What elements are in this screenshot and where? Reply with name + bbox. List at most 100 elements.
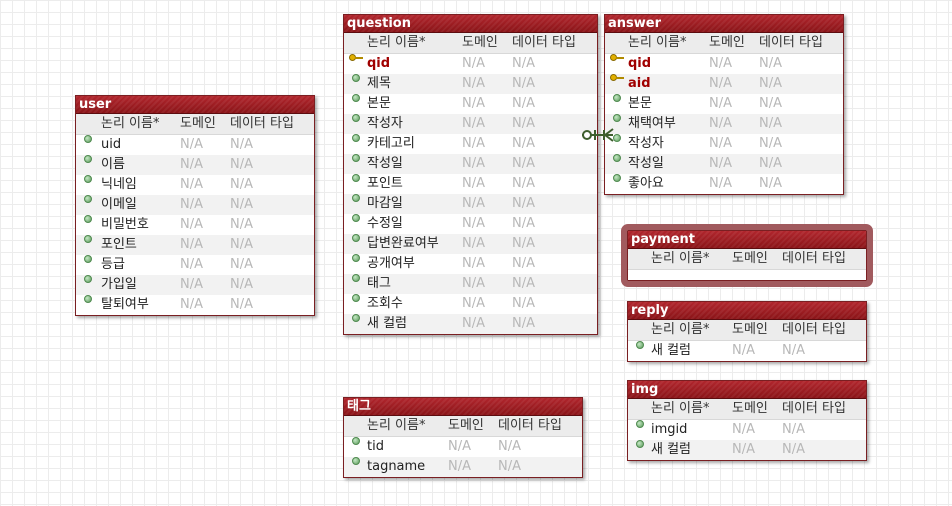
attribute-data-type: N/A	[782, 422, 805, 437]
attribute-domain: N/A	[462, 176, 485, 191]
attribute-domain: N/A	[462, 156, 485, 171]
attribute-name: 카테고리	[367, 136, 415, 151]
attribute-icon	[352, 214, 360, 222]
attribute-name: 이메일	[101, 197, 137, 212]
entity-title[interactable]: reply	[628, 302, 866, 320]
attribute-icon	[352, 74, 360, 82]
entity-title[interactable]: question	[344, 15, 597, 33]
attribute-name: 채택여부	[628, 116, 676, 131]
attribute-domain: N/A	[462, 316, 485, 331]
attribute-domain: N/A	[180, 217, 203, 232]
attribute-data-type: N/A	[759, 136, 782, 151]
attribute-data-type: N/A	[512, 256, 535, 271]
attribute-icon	[352, 134, 360, 142]
header-domain: 도메인	[462, 35, 498, 50]
attribute-data-type: N/A	[230, 137, 253, 152]
attribute-domain: N/A	[732, 422, 755, 437]
entity-title[interactable]: answer	[605, 15, 843, 33]
attribute-domain: N/A	[180, 257, 203, 272]
attribute-icon	[84, 155, 92, 163]
entity-title[interactable]: payment	[628, 231, 866, 249]
attribute-name: 답변완료여부	[367, 236, 439, 251]
attribute-data-type: N/A	[512, 56, 535, 71]
attribute-data-type: N/A	[759, 76, 782, 91]
attribute-data-type: N/A	[230, 237, 253, 252]
attribute-row[interactable]: 카테고리 N/A N/A	[344, 134, 597, 154]
attribute-name: 수정일	[367, 216, 403, 231]
attribute-icon	[613, 174, 621, 182]
entity-title[interactable]: img	[628, 381, 866, 399]
attribute-name: tid	[367, 439, 384, 454]
attribute-icon	[84, 295, 92, 303]
attribute-data-type: N/A	[230, 177, 253, 192]
attribute-data-type: N/A	[782, 442, 805, 457]
attribute-icon	[613, 94, 621, 102]
attribute-domain: N/A	[709, 116, 732, 131]
attribute-icon	[636, 420, 644, 428]
attribute-domain: N/A	[180, 237, 203, 252]
entity-title[interactable]: 태그	[344, 398, 582, 416]
attribute-domain: N/A	[462, 136, 485, 151]
attribute-name: 공개여부	[367, 256, 415, 271]
attribute-icon	[84, 275, 92, 283]
attribute-name: 작성일	[628, 156, 664, 171]
attribute-data-type: N/A	[512, 196, 535, 211]
entity-title[interactable]: user	[76, 96, 314, 114]
attribute-name: 포인트	[101, 237, 137, 252]
attribute-row[interactable]: 포인트 N/A N/A	[76, 235, 314, 255]
attribute-data-type: N/A	[230, 197, 253, 212]
attribute-icon	[352, 254, 360, 262]
attribute-icon	[636, 440, 644, 448]
attribute-data-type: N/A	[759, 176, 782, 191]
attribute-icon	[84, 135, 92, 143]
header-logical-name: 논리 이름*	[651, 322, 710, 337]
attribute-icon	[352, 174, 360, 182]
attribute-data-type: N/A	[512, 136, 535, 151]
attribute-data-type: N/A	[498, 459, 521, 474]
attribute-icon	[613, 134, 621, 142]
